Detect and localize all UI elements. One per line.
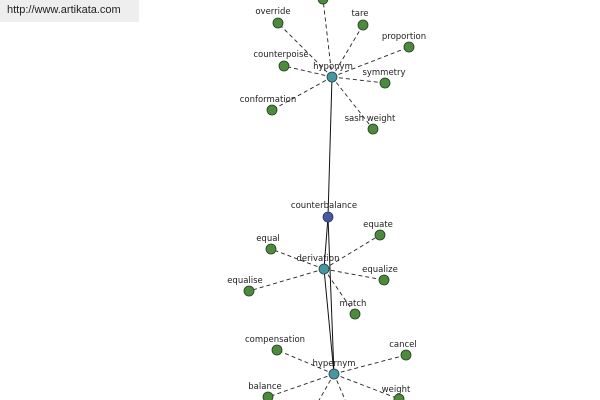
relation-node-hypernym[interactable] <box>328 368 340 380</box>
term-node-counterpoise[interactable] <box>278 60 290 72</box>
term-node-compensation[interactable] <box>271 344 283 356</box>
term-node-symmetry[interactable] <box>379 77 391 89</box>
graph-labels: override tare proportion counterpoise symmet… <box>227 7 426 395</box>
term-node-hyponym-top[interactable] <box>317 0 329 5</box>
edge-hypernym-compensation <box>276 349 335 375</box>
edge-hyponym-override <box>277 22 333 78</box>
term-node-match[interactable] <box>349 308 361 320</box>
edge-hypernym-balance <box>267 373 335 398</box>
term-label-weight[interactable]: weight <box>382 385 411 395</box>
edge-derivation-equalize <box>323 268 385 281</box>
term-label-match[interactable]: match <box>340 299 367 309</box>
term-node-override[interactable] <box>272 17 284 29</box>
term-node-proportion[interactable] <box>403 41 415 53</box>
term-label-equalise[interactable]: equalise <box>227 276 263 286</box>
relation-label-hypernym[interactable]: hypernym <box>312 359 355 369</box>
term-label-cancel[interactable]: cancel <box>389 340 417 350</box>
edge-hyponym-tare <box>331 24 364 78</box>
term-label-compensation[interactable]: compensation <box>245 335 305 345</box>
relation-label-derivation[interactable]: derivation <box>296 254 339 264</box>
root-node-counterbalance[interactable] <box>322 211 334 223</box>
edge-derivation-equalise <box>248 268 325 292</box>
term-node-weight[interactable] <box>393 393 405 400</box>
edge-hypernym-weight <box>333 373 400 400</box>
term-label-equalize[interactable]: equalize <box>362 265 398 275</box>
edge-counterbalance-hyponym <box>327 76 333 218</box>
relation-label-hyponym[interactable]: hyponym <box>313 62 353 72</box>
term-node-balance[interactable] <box>262 391 274 400</box>
root-label-counterbalance[interactable]: counterbalance <box>291 201 357 211</box>
site-url[interactable]: http://www.artikata.com <box>0 0 139 22</box>
edge-derivation-match <box>323 268 356 315</box>
relation-node-hyponym[interactable] <box>326 71 338 83</box>
term-label-tare[interactable]: tare <box>351 9 368 19</box>
edge-hyponym-hyponym-top <box>322 0 333 78</box>
edge-hyponym-counterpoise <box>283 65 333 78</box>
edge-counterbalance-hypernym <box>327 216 335 375</box>
edge-derivation-equal <box>270 248 325 270</box>
graph-nodes <box>243 0 415 400</box>
edge-hypernym-cancel <box>333 354 407 375</box>
edge-derivation-equate <box>323 234 381 270</box>
term-label-balance[interactable]: balance <box>248 382 281 392</box>
term-label-conformation[interactable]: conformation <box>240 95 297 105</box>
edge-hyponym-conformation <box>271 76 333 111</box>
edge-hypernym-offscreen-1 <box>318 373 335 400</box>
edge-counterbalance-derivation <box>323 216 329 270</box>
term-label-override[interactable]: override <box>255 7 290 17</box>
term-node-equalize[interactable] <box>378 274 390 286</box>
term-node-equalise[interactable] <box>243 285 255 297</box>
relation-node-derivation[interactable] <box>318 263 330 275</box>
term-node-cancel[interactable] <box>400 349 412 361</box>
graph-edges <box>248 0 410 400</box>
term-node-tare[interactable] <box>357 19 369 31</box>
term-node-equal[interactable] <box>265 243 277 255</box>
term-label-counterpoise[interactable]: counterpoise <box>253 50 308 60</box>
term-node-sash-weight[interactable] <box>367 123 379 135</box>
term-label-sash-weight[interactable]: sash weight <box>345 114 396 124</box>
edge-hypernym-offscreen-2 <box>333 373 346 400</box>
term-node-conformation[interactable] <box>266 104 278 116</box>
edge-hyponym-symmetry <box>331 76 386 84</box>
edge-derivation-hypernym <box>323 268 335 375</box>
term-label-equate[interactable]: equate <box>363 220 393 230</box>
term-node-equate[interactable] <box>374 229 386 241</box>
term-label-proportion[interactable]: proportion <box>382 32 426 42</box>
term-label-equal[interactable]: equal <box>256 234 280 244</box>
term-label-symmetry[interactable]: symmetry <box>362 68 405 78</box>
